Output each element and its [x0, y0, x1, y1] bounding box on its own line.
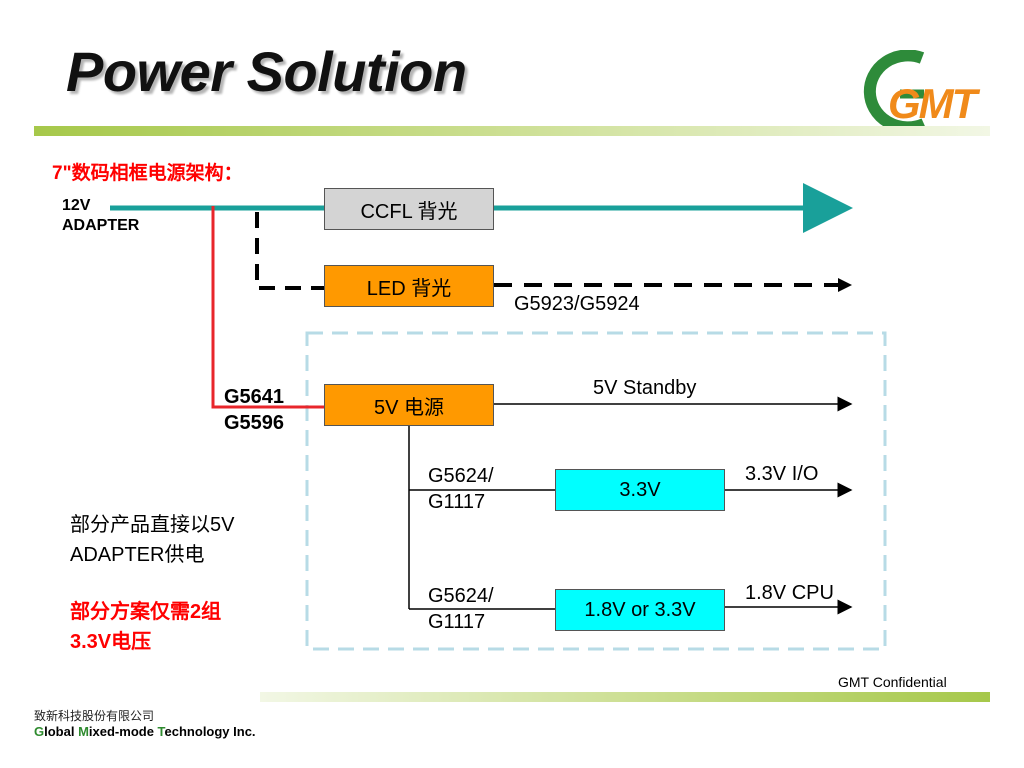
company-name-en: Global Mixed-mode Technology Inc. [34, 724, 256, 739]
ldo1-output-label: 3.3V I/O [745, 463, 819, 485]
note-adapter-line1: 部分产品直接以5V [70, 514, 235, 536]
header-divider [34, 126, 990, 136]
pwr-5v-box: 5V 电源 [324, 384, 494, 426]
page-title: Power Solution [66, 40, 467, 103]
standby-label: 5V Standby [593, 377, 697, 399]
company-name-cn: 致新科技股份有限公司 [34, 709, 155, 723]
logo-text: GMT [888, 80, 977, 127]
ldo1-chip-label: G5624/ G1117 [428, 463, 494, 515]
diagram-subtitle: 7"数码相框电源架构： [52, 163, 243, 184]
note-voltage-line2: 3.3V电压 [70, 631, 152, 653]
ldo1-chip-line2: G1117 [428, 491, 486, 513]
ldo2-output-label: 1.8V CPU [745, 582, 834, 604]
company-letter-m: M [78, 724, 89, 739]
note-adapter-line2: ADAPTER供电 [70, 544, 205, 566]
ccfl-backlight-box: CCFL 背光 [324, 188, 494, 230]
led-backlight-box: LED 背光 [324, 265, 494, 307]
ldo2-chip-label: G5624/ G1117 [428, 583, 494, 635]
ldo1-box: 3.3V [555, 469, 725, 511]
ldo1-chip-line1: G5624/ [428, 465, 494, 487]
note-voltage: 部分方案仅需2组 3.3V电压 [70, 597, 221, 657]
regulator-area-border [305, 331, 887, 651]
led-branch-line [255, 212, 324, 290]
led-driver-chip-label: G5923/G5924 [514, 293, 640, 315]
adapter-voltage: 12V [62, 197, 91, 214]
company-letter-t: T [157, 724, 165, 739]
note-voltage-line1: 部分方案仅需2组 [70, 601, 222, 623]
company-part-3: echnology Inc. [164, 724, 256, 739]
company-part-1: lobal [44, 724, 79, 739]
company-part-2: ixed-mode [88, 724, 158, 739]
pwr-chip-label: G5641 G5596 [224, 384, 284, 436]
led-output-arrowhead [838, 278, 852, 292]
pwr-branch-line [211, 206, 324, 409]
ldo2-chip-line1: G5624/ [428, 585, 494, 607]
adapter-label: 12V ADAPTER [62, 196, 139, 236]
ldo2-chip-line2: G1117 [428, 611, 486, 633]
adapter-text: ADAPTER [62, 217, 140, 234]
confidential-label: GMT Confidential [838, 674, 947, 690]
pwr-chip-line1: G5641 [224, 386, 285, 408]
company-letter-g: G [34, 724, 45, 739]
note-adapter: 部分产品直接以5V ADAPTER供电 [70, 510, 234, 570]
pwr-chip-line2: G5596 [224, 412, 285, 434]
footer-divider [260, 692, 990, 702]
ldo2-box: 1.8V or 3.3V [555, 589, 725, 631]
